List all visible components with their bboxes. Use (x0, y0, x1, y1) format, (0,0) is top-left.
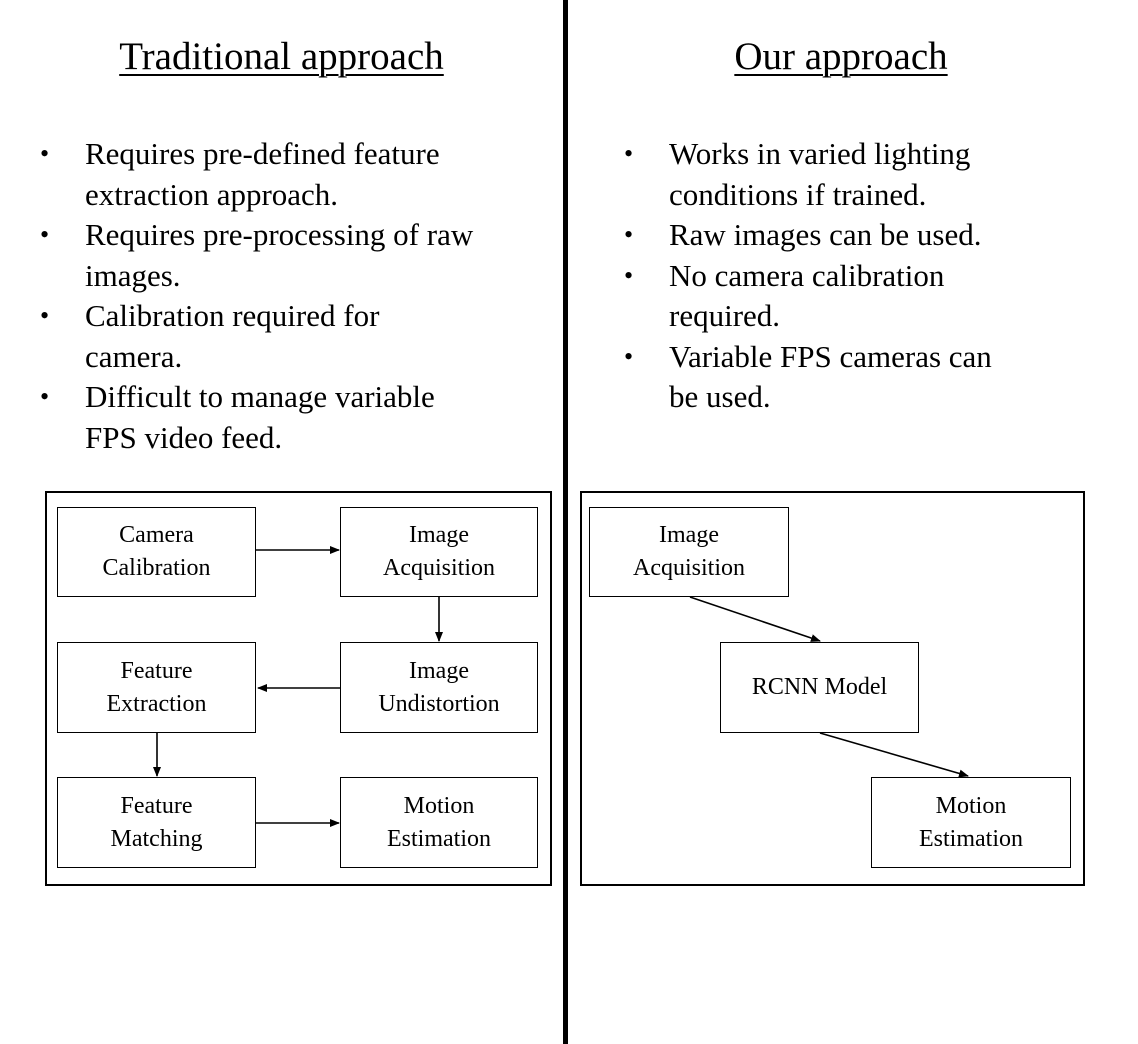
box-label-line: Extraction (106, 690, 207, 717)
bullet-glyph: • (624, 260, 634, 290)
bullet-text-line: Calibration required for (85, 298, 380, 333)
bullet-text-line: conditions if trained. (669, 176, 927, 212)
box-label-line: Matching (110, 825, 203, 852)
bullet-text-line: be used. (669, 379, 771, 414)
rcnn-model-box: RCNN Model (720, 642, 919, 733)
traditional-approach-heading: Traditional approach (119, 35, 444, 78)
box-label-line: Calibration (102, 555, 211, 581)
bullet-item: • Requires pre-processing of raw images. (40, 215, 540, 296)
bullet-text-line: required. (669, 298, 781, 333)
bullet-text-line: Variable FPS cameras can (669, 338, 992, 374)
bullet-item: • No camera calibration required. (624, 256, 1124, 337)
bullet-glyph: • (40, 220, 50, 249)
bullet-text-line: FPS video feed. (85, 419, 283, 455)
bullet-text-line: Raw images can be used. (669, 217, 982, 252)
bullet-glyph: • (40, 301, 50, 330)
traditional-pipeline-frame (45, 491, 552, 886)
bullet-text-line: Difficult to manage variable (85, 379, 435, 414)
box-label-line: Image (409, 657, 469, 684)
our-pipeline-frame (580, 491, 1085, 886)
bullet-item: • Variable FPS cameras can be used. (624, 337, 1124, 418)
bullet-text-line: Requires pre-processing of raw (85, 217, 474, 252)
bullet-text-line: camera. (85, 338, 183, 374)
our-approach-heading: Our approach (734, 35, 948, 78)
bullet-item: • Raw images can be used. (624, 215, 1124, 256)
box-label-line: Acquisition (383, 555, 495, 581)
bullet-item: • Requires pre-defined feature extraction … (40, 134, 540, 215)
bullet-glyph: • (624, 139, 634, 168)
bullet-text-line: images. (85, 257, 181, 293)
box-label-line: Camera (119, 522, 194, 548)
bullet-text-line: extraction approach. (85, 176, 339, 212)
bullet-text-line: Works in varied lighting (669, 136, 971, 171)
box-label-line: Feature (120, 792, 193, 819)
bullet-text: Raw images can be used. (669, 215, 1124, 256)
bullet-text: Variable FPS cameras can be used. (669, 337, 1124, 418)
bullet-text: No camera calibration required. (669, 256, 1124, 337)
bullet-glyph: • (624, 341, 634, 371)
box-label-line: Motion (935, 792, 1007, 819)
box-label-line: Undistortion (378, 690, 500, 717)
bullet-text: Requires pre-processing of raw images. (85, 215, 540, 296)
bullet-text: Requires pre-defined feature extraction a… (85, 134, 540, 215)
bullet-text: Calibration required for camera. (85, 296, 540, 377)
bullet-glyph: • (624, 220, 634, 249)
our-approach-bullet-list: • Works in varied lighting conditions if t… (624, 134, 1124, 418)
box-label-line: Image (409, 522, 469, 548)
box-label-line: Motion (403, 792, 475, 819)
bullet-glyph: • (40, 382, 50, 411)
center-divider (563, 0, 568, 1044)
traditional-approach-bullet-list: • Requires pre-defined feature extraction … (40, 134, 540, 458)
box-label-line: Image (659, 522, 719, 548)
bullet-text-line: Requires pre-defined feature (85, 136, 440, 171)
bullet-text-line: No camera calibration (669, 257, 945, 293)
box-label-line: Estimation (387, 825, 491, 852)
bullet-item: • Works in varied lighting conditions if t… (624, 134, 1124, 215)
box-label-line: Estimation (919, 825, 1023, 852)
bullet-text: Works in varied lighting conditions if tr… (669, 134, 1124, 215)
box-label-line: RCNN Model (751, 674, 888, 700)
box-label-line: Acquisition (633, 555, 745, 581)
bullet-glyph: • (40, 139, 50, 168)
bullet-item: • Calibration required for camera. (40, 296, 540, 377)
box-label-line: Feature (120, 657, 193, 684)
